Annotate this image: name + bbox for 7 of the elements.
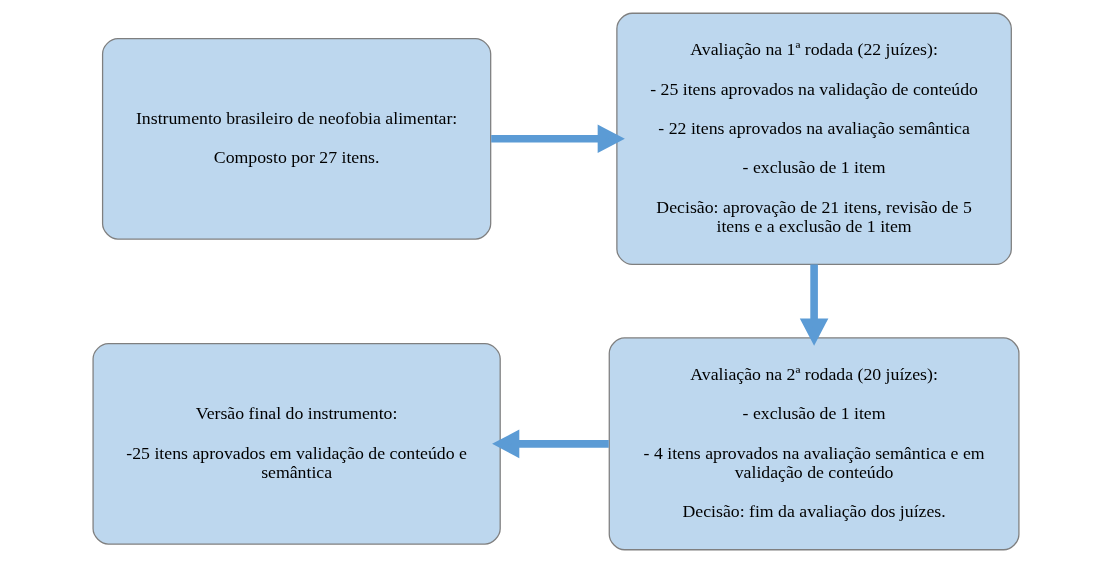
node-box: Versão final do instrumento: -25 itens aprovados em validação de conteúdo e semântica bbox=[91, 343, 501, 545]
node-box: Avaliação na 2ª rodada (20 juízes): - exclusão de 1 item - 4 itens aprovados na avaliação semântica e em validação de conteúdo Decisão: fim da avaliação dos juízes. bbox=[608, 337, 1020, 551]
arrow bbox=[491, 429, 609, 459]
node-box: Instrumento brasileiro de neofobia alimentar: Composto por 27 itens. bbox=[101, 38, 491, 240]
arrow bbox=[799, 264, 828, 346]
arrow bbox=[490, 124, 625, 154]
node-box: Avaliação na 1ª rodada (22 juízes): - 25 itens aprovados na validação de conteúdo - 22 itens aprovados na avaliação semântica - exclusão de 1 item Decisão: aprovação de 21 itens, revisão de 5 itens e a exclusão de 1 item bbox=[615, 12, 1012, 265]
